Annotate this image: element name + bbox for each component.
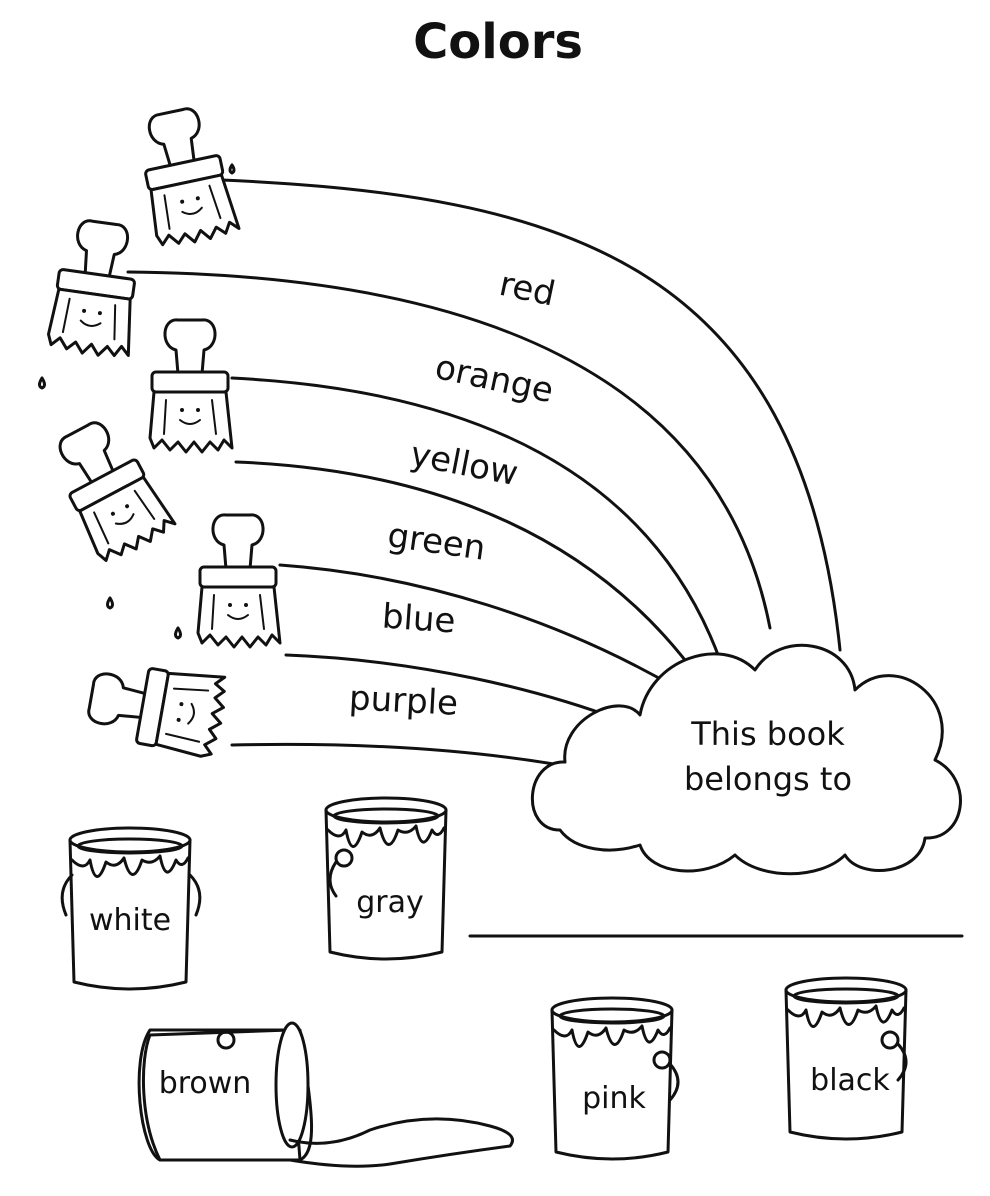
band-label-orange: orange: [432, 347, 557, 411]
can-label-black: black: [810, 1063, 890, 1098]
paint-can-icon: [784, 976, 908, 1141]
paint-cans: white gray brown pink black: [60, 796, 908, 1168]
band-label-purple: purple: [348, 678, 459, 724]
paintbrush-face-icon: [130, 101, 242, 251]
paintbrush-face-icon: [196, 513, 282, 649]
paint-can-gray: gray: [324, 796, 448, 961]
can-label-pink: pink: [582, 1081, 646, 1116]
paint-can-icon: [550, 996, 674, 1161]
paint-can-pink: pink: [550, 996, 680, 1161]
paintbrush-face-icon: [148, 318, 234, 454]
can-label-gray: gray: [356, 885, 424, 920]
paint-can-icon: [324, 796, 448, 961]
paintbrushes: [38, 101, 282, 761]
paint-can-black: black: [784, 976, 908, 1141]
paintbrush-face-icon: [82, 653, 231, 761]
band-label-green: green: [385, 515, 488, 568]
band-label-yellow: yellow: [407, 434, 521, 494]
can-label-brown: brown: [159, 1066, 252, 1101]
paintbrush-face-icon: [45, 215, 148, 361]
paint-can-white: white: [60, 826, 202, 991]
cloud-text-line2: belongs to: [684, 760, 852, 798]
band-label-red: red: [496, 264, 559, 315]
page-title: Colors: [413, 14, 583, 70]
cloud-text-line1: This book: [690, 715, 845, 753]
paint-can-brown: brown: [137, 1021, 514, 1168]
cloud: This book belongs to: [530, 643, 962, 876]
can-label-white: white: [89, 903, 171, 938]
band-label-blue: blue: [381, 597, 457, 642]
